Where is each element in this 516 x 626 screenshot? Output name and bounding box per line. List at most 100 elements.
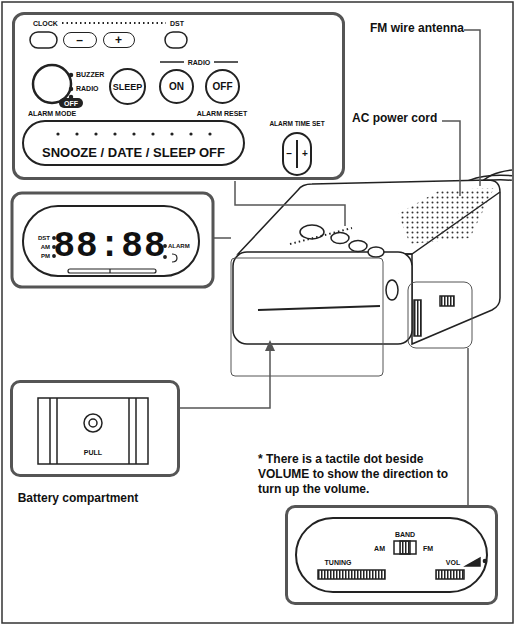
battery-door bbox=[89, 419, 97, 427]
snooze-dots bbox=[189, 132, 192, 135]
snooze-dots bbox=[75, 132, 78, 135]
control-panel: CLOCK DST BUZZER RADIO ALARM MODE RADIO ALARM … bbox=[12, 12, 345, 180]
leader-lines bbox=[180, 30, 480, 505]
side-controls bbox=[318, 570, 385, 579]
snooze-dots bbox=[151, 132, 154, 135]
leader-lines bbox=[442, 121, 460, 196]
control-label: BUZZER bbox=[76, 71, 104, 78]
battery-door bbox=[84, 414, 102, 432]
control-panel-details bbox=[70, 74, 73, 77]
display-window: DSTAMPM88:88ALARM bbox=[22, 205, 200, 277]
clock-body bbox=[398, 188, 494, 244]
battery-door bbox=[38, 398, 148, 464]
display-details bbox=[68, 269, 156, 273]
battery-door bbox=[38, 398, 148, 464]
leader-lines bbox=[464, 30, 480, 186]
control-label: 88:88 bbox=[53, 229, 166, 265]
control-label: FM bbox=[423, 545, 433, 552]
control-label: – bbox=[286, 149, 292, 159]
snooze-dots bbox=[94, 132, 97, 135]
control-label: + bbox=[115, 34, 122, 46]
callout-label: FM wire antenna bbox=[370, 21, 464, 36]
snooze-dots bbox=[132, 132, 135, 135]
clock-body bbox=[300, 225, 324, 239]
clock-body bbox=[258, 306, 380, 310]
control-label: ALARM MODE bbox=[28, 110, 76, 117]
side-controls bbox=[436, 570, 464, 579]
on-button: ON bbox=[159, 69, 194, 104]
clock-body bbox=[331, 233, 349, 244]
leader-lines bbox=[213, 237, 231, 239]
control-label: SNOOZE / DATE / SLEEP OFF bbox=[42, 146, 225, 159]
battery-door bbox=[128, 398, 130, 464]
control-panel-details bbox=[214, 61, 238, 63]
control-panel-details bbox=[30, 23, 297, 168]
alarm-time-knob: –+ bbox=[282, 132, 312, 176]
sleep-button: SLEEP bbox=[109, 68, 146, 105]
side-controls bbox=[483, 559, 486, 562]
battery-callout: PULLBattery compartment bbox=[10, 380, 180, 477]
clock-body bbox=[440, 296, 454, 306]
side-controls bbox=[466, 558, 480, 566]
off-indicator: OFF bbox=[59, 98, 83, 108]
control-label: + bbox=[302, 149, 308, 159]
callout-frames bbox=[12, 193, 213, 287]
off-button: OFF bbox=[205, 69, 240, 104]
clock-body bbox=[233, 252, 412, 344]
control-panel-details bbox=[30, 32, 57, 48]
snooze-dots bbox=[56, 132, 211, 135]
side-panel-callout: BAND AM FM TUNING VOL bbox=[285, 505, 498, 605]
callout-label: AC power cord bbox=[352, 111, 437, 126]
clock-body bbox=[368, 247, 384, 257]
minus-button: – bbox=[63, 32, 97, 48]
control-label: CLOCK bbox=[33, 20, 58, 27]
control-label: PM bbox=[41, 253, 50, 259]
battery-door bbox=[56, 398, 58, 464]
leader-lines bbox=[408, 282, 472, 348]
leader-lines bbox=[467, 348, 469, 505]
control-label: TUNING bbox=[325, 559, 352, 566]
control-label: Battery compartment bbox=[18, 492, 139, 504]
clock-body bbox=[386, 280, 398, 300]
battery-door bbox=[49, 398, 51, 464]
callout-frames bbox=[12, 193, 213, 287]
control-label: – bbox=[76, 34, 83, 46]
control-label: VOL bbox=[446, 559, 460, 566]
clock-body bbox=[233, 170, 512, 344]
control-label: OFF bbox=[64, 100, 78, 107]
callout-label: * There is a tactile dot beside VOLUME t… bbox=[258, 452, 464, 497]
side-controls bbox=[394, 541, 416, 554]
control-panel-details bbox=[296, 140, 298, 168]
control-panel-details bbox=[160, 61, 184, 63]
control-label: ALARM RESET bbox=[197, 110, 248, 117]
control-label: ALARM TIME SET bbox=[269, 121, 324, 128]
snooze-dots bbox=[113, 132, 116, 135]
clock-body bbox=[349, 241, 367, 252]
snooze-dots bbox=[56, 132, 59, 135]
control-label: ALARM bbox=[168, 243, 190, 249]
control-label: AM bbox=[374, 545, 385, 552]
control-label: RADIO bbox=[188, 59, 211, 66]
control-panel-details bbox=[165, 32, 187, 48]
control-label: DST bbox=[38, 235, 50, 241]
control-label: ON bbox=[169, 82, 184, 92]
side-controls bbox=[296, 518, 487, 592]
control-panel-details bbox=[62, 22, 166, 24]
battery-door bbox=[135, 398, 137, 464]
control-label: SLEEP bbox=[113, 82, 143, 91]
plus-button: + bbox=[103, 32, 135, 48]
side-controls bbox=[296, 518, 487, 592]
control-label: RADIO bbox=[76, 85, 99, 92]
display-details bbox=[172, 254, 177, 262]
leader-lines bbox=[265, 340, 275, 351]
leader-lines bbox=[180, 350, 270, 408]
control-label: BAND bbox=[395, 531, 415, 538]
snooze-dots bbox=[170, 132, 173, 135]
control-label: OFF bbox=[213, 82, 233, 92]
clock-body bbox=[414, 300, 421, 336]
display-details bbox=[109, 269, 110, 273]
control-label: DST bbox=[170, 20, 184, 27]
